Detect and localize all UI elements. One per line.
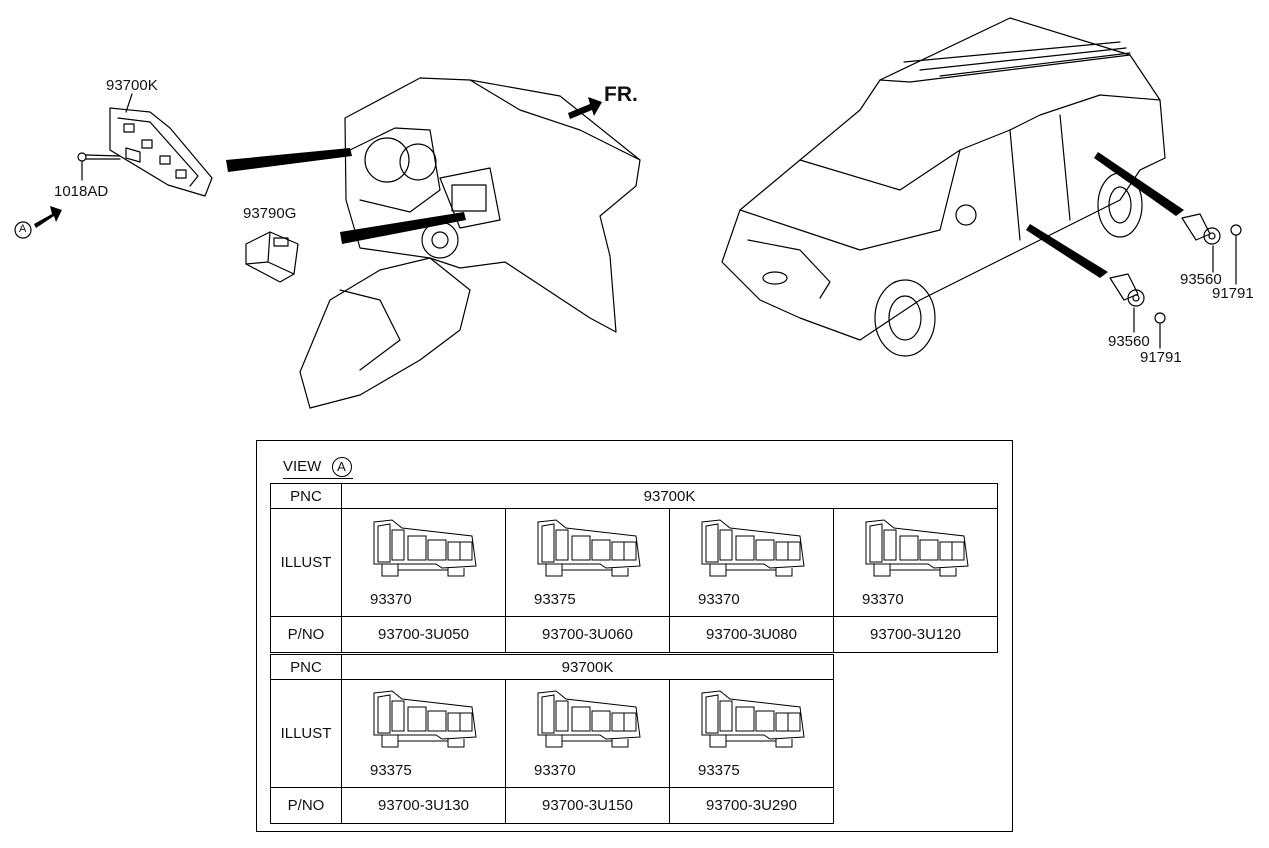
- parts-table-panel: VIEW A PNC 93700K ILLUST 93370 93375 933…: [256, 440, 1013, 832]
- front-direction-label: FR.: [604, 83, 638, 106]
- leader-bracket-to-dash: [226, 148, 352, 172]
- illust-code: 93370: [862, 590, 904, 608]
- part-number: 93700-3U050: [341, 616, 506, 653]
- illust-code: 93370: [370, 590, 412, 608]
- view-title-text: VIEW: [283, 458, 322, 475]
- view-title: VIEW A: [283, 457, 353, 479]
- illust-cell: 93370: [669, 508, 834, 617]
- bracket-part-label: 93700K: [106, 77, 158, 94]
- row-header-illust: ILLUST: [270, 679, 342, 788]
- module-drawing: [245, 231, 299, 283]
- screw-drawing: [77, 152, 121, 162]
- view-marker-letter: A: [19, 223, 27, 235]
- part-number: 93700-3U290: [669, 787, 834, 824]
- module-part-label: 93790G: [243, 205, 297, 222]
- illust-cell: 93370: [505, 679, 670, 788]
- parts-table-2: PNC 93700K ILLUST 93375 93370 93375 P/NO…: [270, 654, 834, 824]
- screw-part-label: 1018AD: [54, 183, 109, 200]
- front-screw-part-label: 91791: [1140, 349, 1182, 366]
- view-arrow: [34, 206, 62, 228]
- row-header-pnc: PNC: [270, 654, 342, 680]
- leader-module-to-dash: [340, 212, 466, 244]
- leader-rear-switch: [1094, 152, 1184, 216]
- front-switch-part-label: 93560: [1108, 333, 1150, 350]
- part-number: 93700-3U060: [505, 616, 670, 653]
- part-number: 93700-3U130: [341, 787, 506, 824]
- illust-code: 93370: [698, 590, 740, 608]
- pnc-value: 93700K: [341, 483, 998, 509]
- parts-table-1: PNC 93700K ILLUST 93370 93375 93370 9337…: [270, 483, 998, 653]
- row-header-pno: P/NO: [270, 616, 342, 653]
- row-header-illust: ILLUST: [270, 508, 342, 617]
- illust-code: 93375: [698, 761, 740, 779]
- view-marker-circle: [14, 221, 32, 239]
- illust-code: 93375: [370, 761, 412, 779]
- arrows: [34, 97, 1184, 278]
- bracket-leader-line: [125, 93, 133, 113]
- exploded-diagram: [14, 17, 1242, 409]
- illust-cell: 93370: [341, 508, 506, 617]
- illust-cell: 93375: [505, 508, 670, 617]
- row-header-pnc: PNC: [270, 483, 342, 509]
- illust-cell: 93370: [833, 508, 998, 617]
- pnc-value: 93700K: [341, 654, 834, 680]
- illust-code: 93370: [534, 761, 576, 779]
- front-arrow: [568, 97, 602, 119]
- illust-cell: 93375: [669, 679, 834, 788]
- switch-bracket-drawing: [109, 107, 213, 197]
- illust-cell: 93375: [341, 679, 506, 788]
- door-switch-front-drawing: [1109, 273, 1166, 349]
- view-title-marker: A: [331, 457, 352, 477]
- rear-switch-part-label: 93560: [1180, 271, 1222, 288]
- view-title-underline: [283, 478, 353, 479]
- door-switch-rear-drawing: [1181, 213, 1242, 285]
- part-number: 93700-3U150: [505, 787, 670, 824]
- rear-screw-part-label: 91791: [1212, 285, 1254, 302]
- vehicle-drawing: [721, 17, 1166, 357]
- leader-front-switch: [1026, 224, 1108, 278]
- part-number: 93700-3U120: [833, 616, 998, 653]
- illust-code: 93375: [534, 590, 576, 608]
- row-header-pno: P/NO: [270, 787, 342, 824]
- dashboard-drawing: [299, 77, 641, 409]
- part-number: 93700-3U080: [669, 616, 834, 653]
